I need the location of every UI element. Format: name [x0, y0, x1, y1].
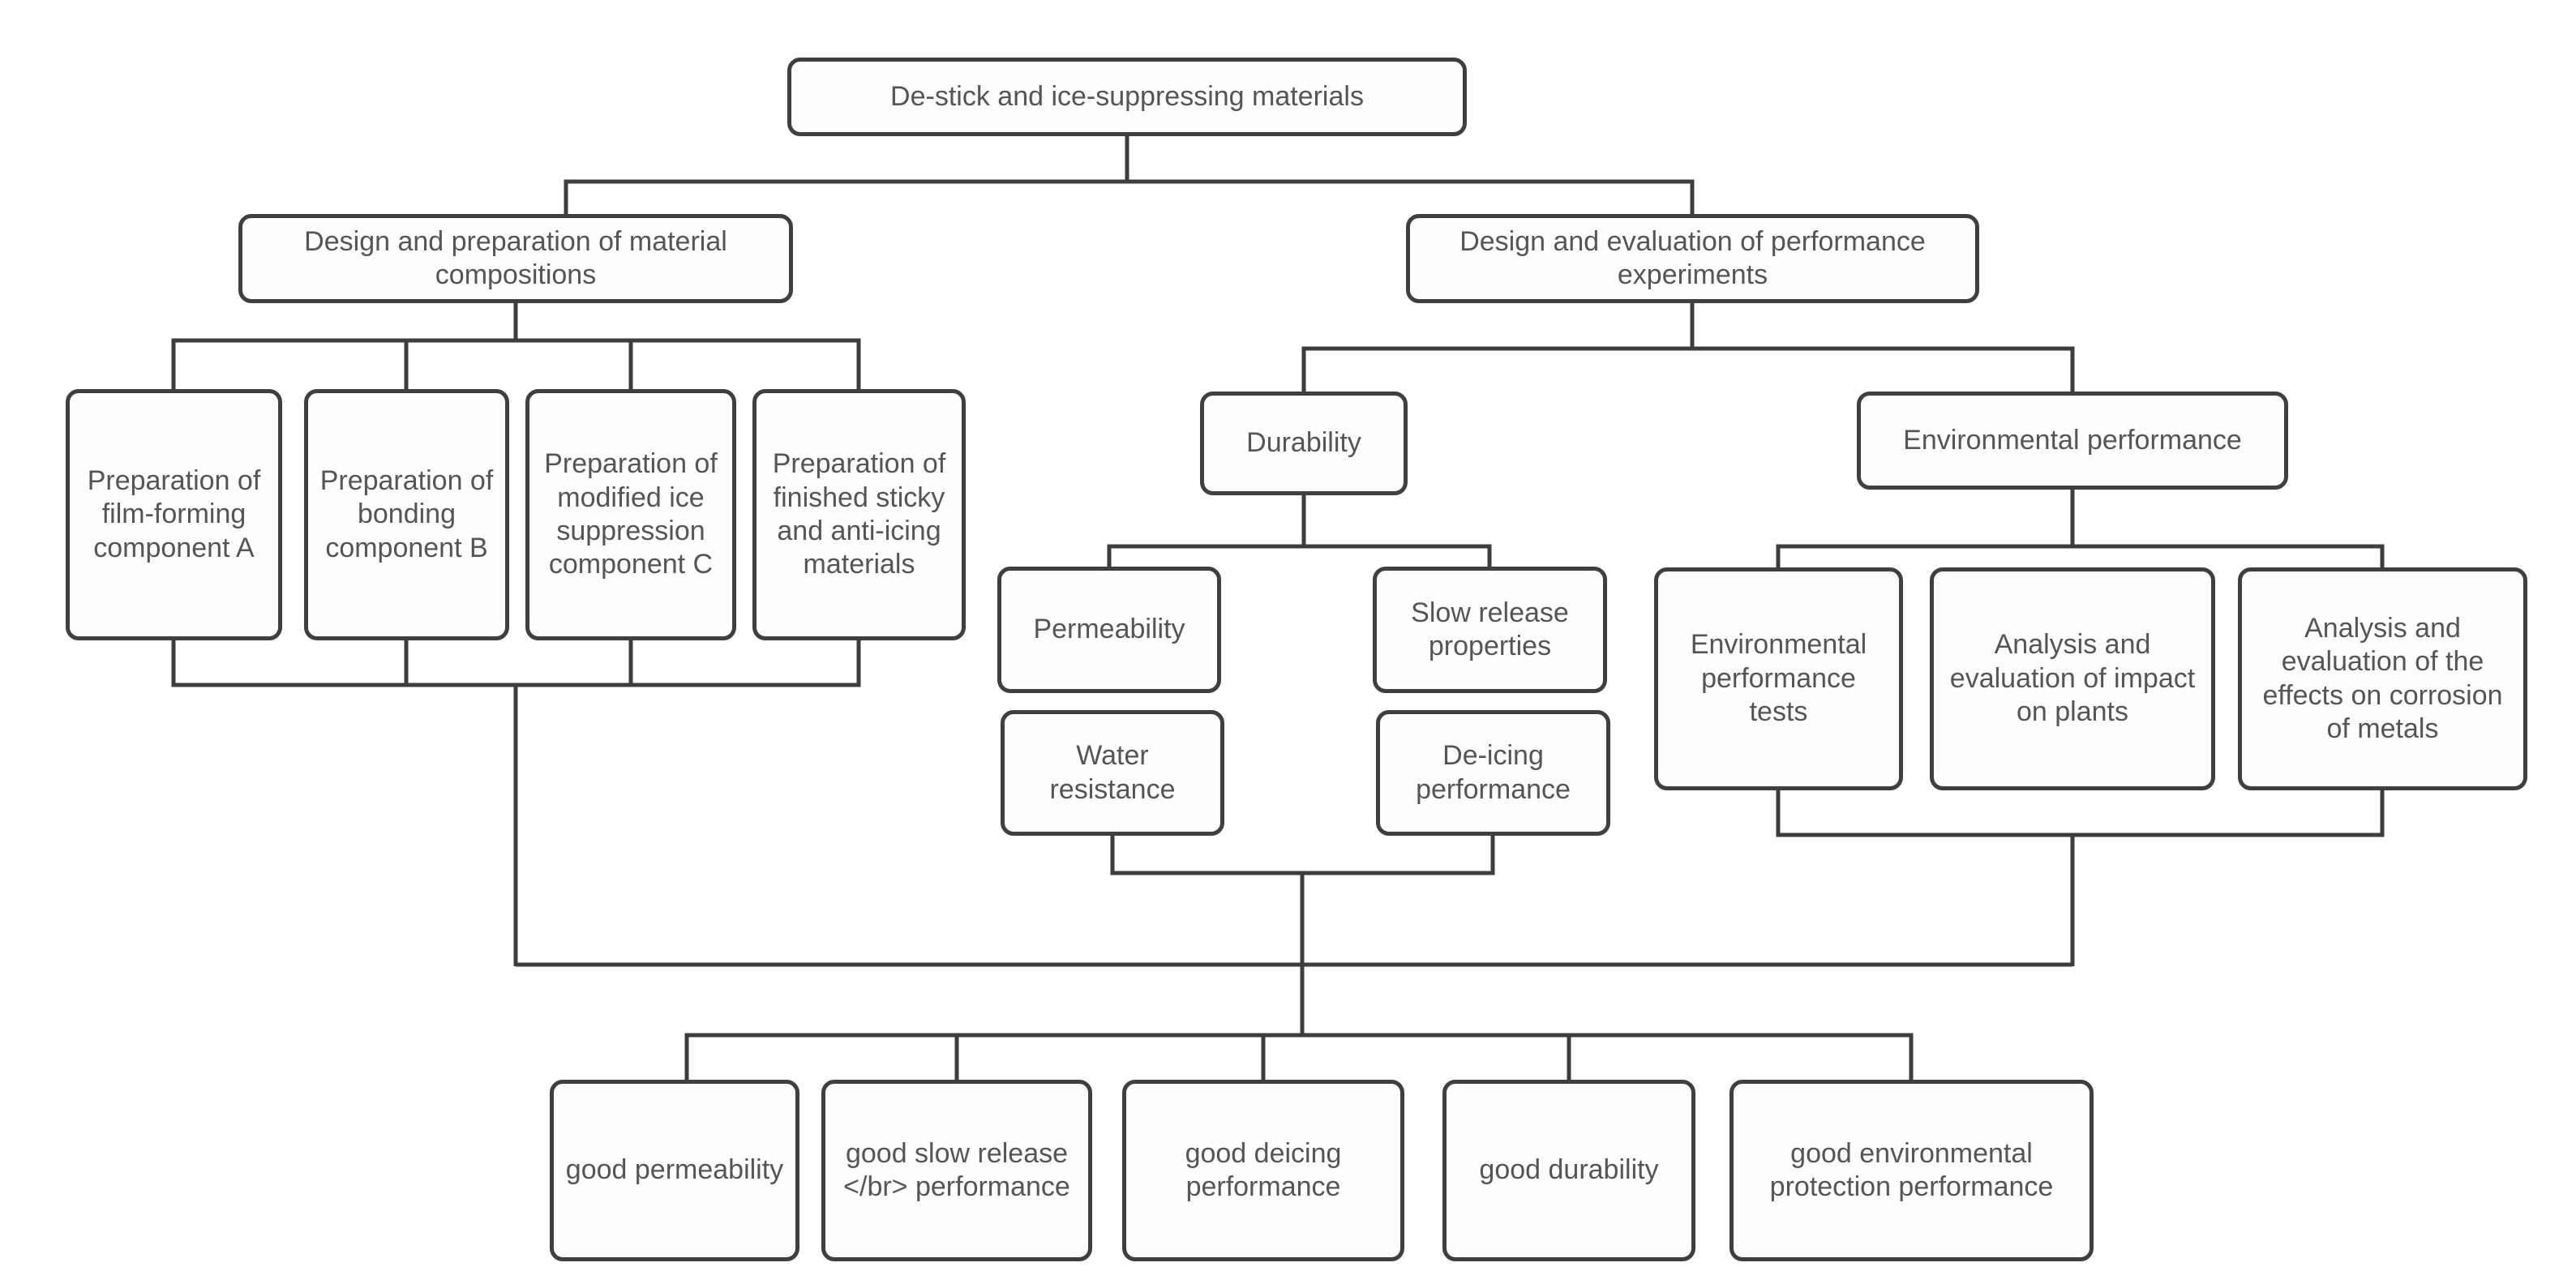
connector-durability-split [1107, 495, 1492, 567]
connector-experiment-split [1301, 303, 2075, 392]
node-good-deicing: good deicing performance [1122, 1080, 1404, 1261]
node-environmental-performance: Environmental performance [1857, 392, 2288, 490]
node-ice-suppression-c: Preparation of modified ice suppression … [525, 389, 736, 640]
connector-environmental-split [1776, 490, 2385, 567]
connector-root-split [564, 136, 1695, 214]
connector-material-split [171, 303, 861, 389]
node-durability: Durability [1200, 392, 1408, 495]
node-bonding-b: Preparation of bonding component B [304, 389, 509, 640]
node-good-durability: good durability [1442, 1080, 1695, 1261]
connector-environmental-merge [1776, 790, 2385, 966]
node-slow-release: Slow release properties [1373, 567, 1607, 693]
connector-material-merge [171, 640, 861, 966]
node-performance-design: Design and evaluation of performance exp… [1406, 214, 1979, 303]
node-water-resistance: Water resistance [1001, 710, 1224, 836]
node-corrosion-of-metals: Analysis and evaluation of the effects o… [2238, 567, 2527, 790]
node-root: De-stick and ice-suppressing materials [787, 58, 1467, 136]
node-good-slow-release: good slow release </br> performance [821, 1080, 1092, 1261]
node-material-design: Design and preparation of material compo… [238, 214, 793, 303]
node-env-performance-tests: Environmental performance tests [1654, 567, 1903, 790]
connector-outcome-split [684, 1033, 1914, 1080]
node-good-env-protection: good environmental protection performanc… [1729, 1080, 2094, 1261]
node-film-forming-a: Preparation of film-forming component A [66, 389, 282, 640]
node-impact-on-plants: Analysis and evaluation of impact on pla… [1930, 567, 2215, 790]
node-permeability: Permeability [997, 567, 1221, 693]
connector-durability-merge [1110, 836, 1495, 1035]
node-good-permeability: good permeability [550, 1080, 799, 1261]
node-finished-materials: Preparation of finished sticky and anti-… [752, 389, 966, 640]
node-deicing-performance: De-icing performance [1376, 710, 1610, 836]
